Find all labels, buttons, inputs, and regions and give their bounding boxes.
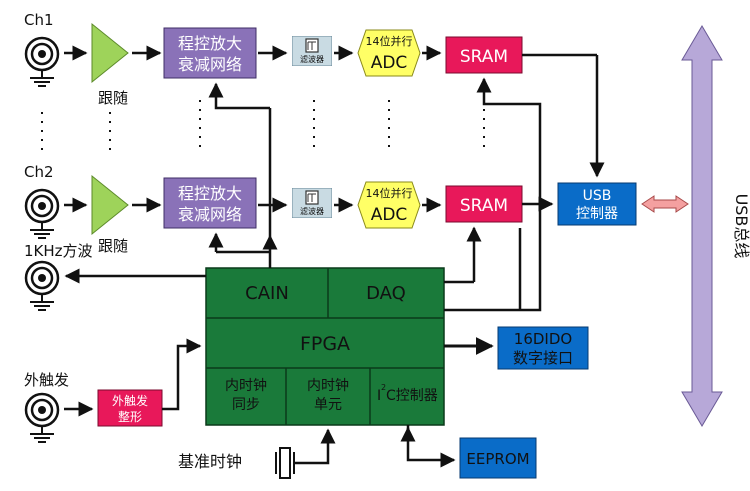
ch1-sram-label: SRAM	[460, 47, 508, 67]
ch2-bnc-connector-icon	[24, 188, 60, 240]
ext-trigger-label: 外触发	[24, 371, 69, 389]
ch1-filter-label: 滤波器	[300, 54, 324, 64]
dido-block	[497, 326, 589, 370]
ch2-pga-line1: 程控放大	[178, 184, 242, 203]
ch2-follower-buffer	[91, 174, 129, 236]
fpga-label: FPGA	[300, 333, 350, 355]
clock-sync-line2: 同步	[232, 397, 260, 413]
ch1-adc-block	[357, 29, 421, 77]
shaper-line2: 整形	[118, 409, 142, 424]
ch1-sram-block	[445, 36, 523, 74]
cain-label: CAIN	[245, 283, 289, 304]
ch2-pga-block	[163, 177, 257, 229]
usb-bus-arrow	[681, 25, 723, 427]
daq-label: DAQ	[366, 283, 406, 304]
clock-sync-line1: 内时钟	[225, 377, 267, 394]
ref-clock-label: 基准时钟	[178, 452, 242, 471]
ch2-sram-label: SRAM	[460, 196, 508, 216]
clock-unit-line2: 单元	[314, 397, 342, 413]
i2c-2: 2	[381, 383, 386, 392]
ch1-pga-line2: 衰减网络	[178, 55, 242, 74]
ch1-follower-buffer	[91, 22, 129, 84]
usb-ctrl-line2: 控制器	[576, 206, 618, 222]
ch1-pga-line1: 程控放大	[178, 34, 242, 53]
dido-line2: 数字接口	[513, 349, 573, 367]
ch2-label: Ch2	[24, 163, 54, 181]
i2c-ctrl-label: C控制器	[386, 388, 438, 404]
ch1-bnc-connector-icon	[24, 36, 60, 88]
ch2-adc-block	[357, 181, 421, 229]
ch2-adc-top: 14位并行	[366, 186, 413, 200]
square-wave-label: 1KHz方波	[24, 242, 93, 260]
usb-controller-block	[557, 182, 637, 226]
ch2-follower-label: 跟随	[98, 237, 128, 255]
ch1-follower-label: 跟随	[98, 89, 128, 107]
dido-line1: 16DIDO	[514, 330, 572, 348]
ch1-adc-top: 14位并行	[366, 34, 413, 48]
ch1-adc-main: ADC	[371, 53, 408, 73]
usb-bus-label: USB总线	[732, 194, 750, 259]
ext-trigger-bnc-icon	[24, 392, 60, 444]
clock-unit-line1: 内时钟	[307, 377, 349, 394]
channel-ellipsis	[41, 100, 485, 150]
usb-ctrl-line1: USB	[583, 188, 612, 204]
i2c-sup: I	[377, 388, 381, 404]
shaper-line1: 外触发	[112, 393, 148, 408]
ch2-adc-main: ADC	[371, 205, 408, 225]
eeprom-label: EEPROM	[466, 450, 529, 468]
crystal-oscillator-icon	[275, 447, 295, 479]
ch2-pga-line2: 衰减网络	[178, 205, 242, 224]
ch1-pga-block	[163, 27, 257, 79]
eeprom-block	[459, 437, 537, 479]
usb-bus-link-arrow	[641, 195, 689, 213]
ch1-label: Ch1	[24, 11, 54, 29]
ch2-filter-label: 滤波器	[300, 206, 324, 216]
square-wave-bnc-icon	[24, 260, 60, 312]
fpga-block	[205, 267, 445, 426]
